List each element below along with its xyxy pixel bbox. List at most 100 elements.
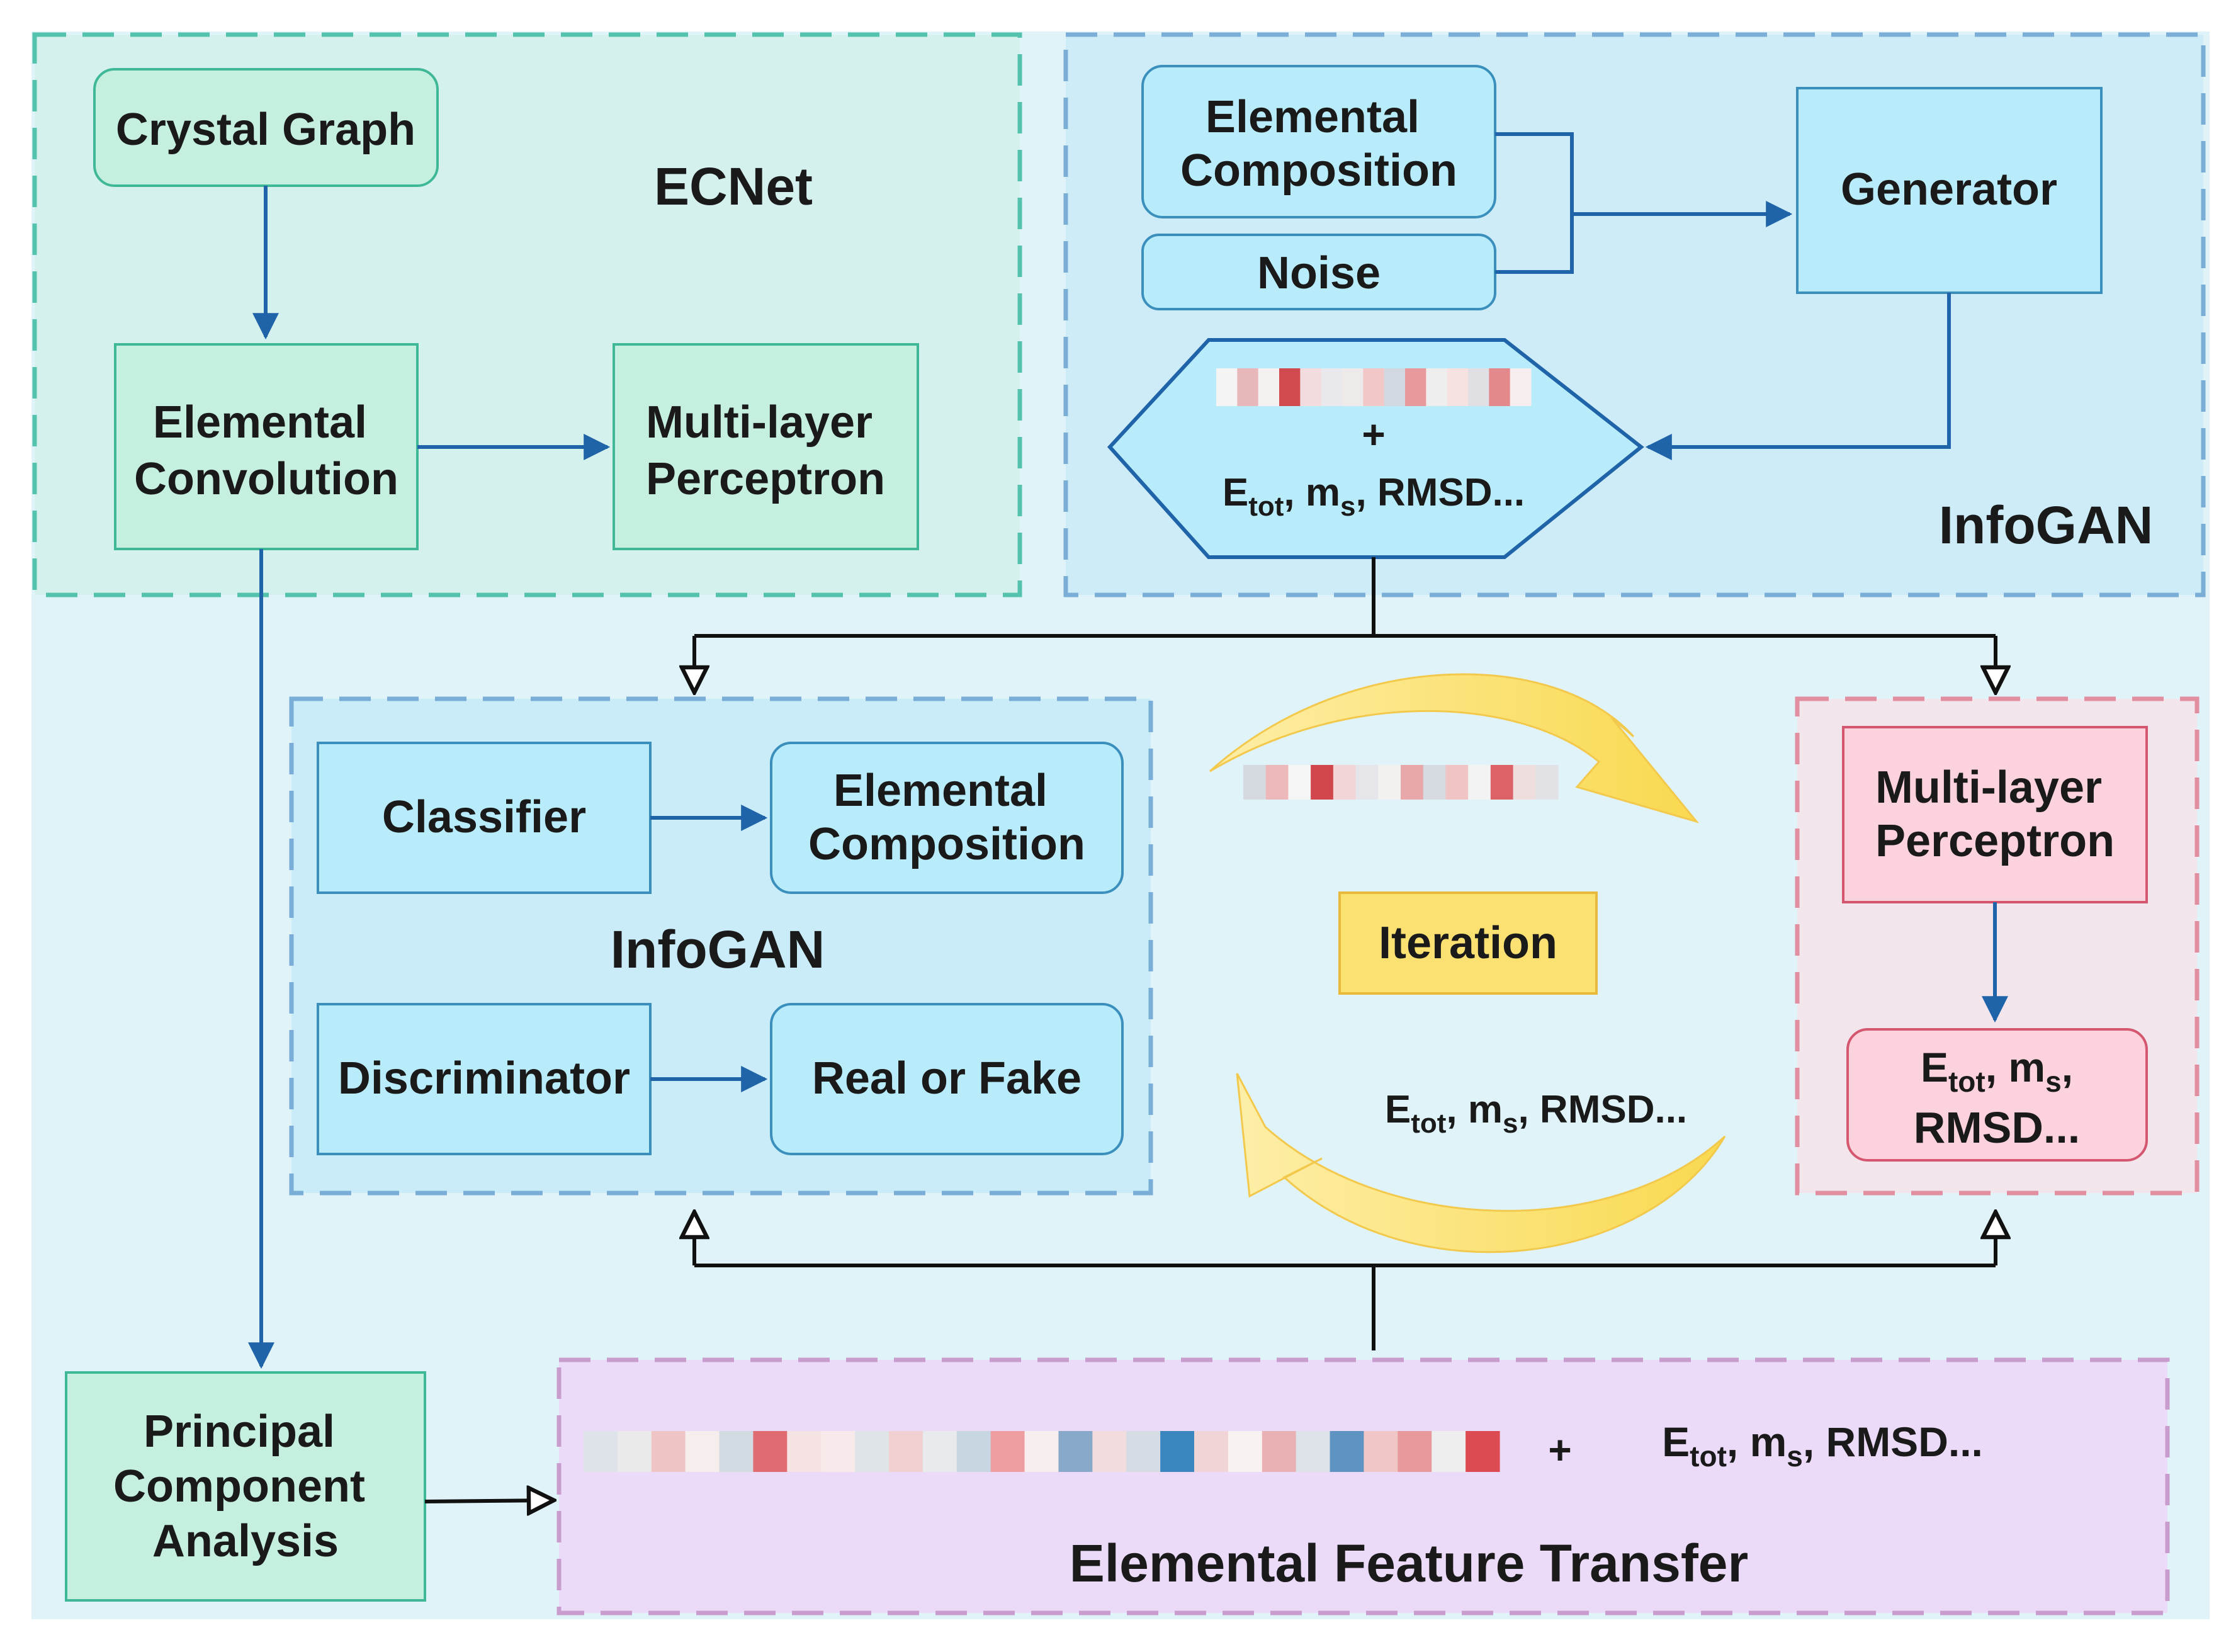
infogan-mid-title: InfoGAN [611,920,825,979]
discriminator-box [317,1003,652,1155]
iteration-strip-cell [1288,765,1311,800]
eft-strip-cell [753,1431,788,1472]
iteration-strip-cell [1243,765,1267,800]
hexagon-plus: + [1362,412,1385,457]
iteration-box [1338,891,1598,995]
eft-strip-cell [1092,1431,1127,1472]
hexagon-strip-cell [1384,368,1406,406]
eft-strip-cell [956,1431,991,1472]
iteration-strip-cell [1445,765,1469,800]
merge-connector [1495,132,1574,274]
real-or-fake-label: Real or Fake [812,1053,1082,1104]
iteration-strip-cell [1401,765,1424,800]
eft-title: Elemental Feature Transfer [1070,1534,1748,1593]
generator-label: Generator [1841,164,2057,215]
eft-strip-cell [584,1431,618,1472]
iteration-strip-cell [1490,765,1514,800]
crystal-graph-label: Crystal Graph [116,105,415,155]
eft-strip-cell [1228,1431,1263,1472]
eft-strip-cell [889,1431,923,1472]
iteration-strip-cell [1378,765,1401,800]
iteration-strip-cell [1265,765,1289,800]
mlp-right-label: Multi-layer Perceptron [1875,762,2115,866]
eft-strip-cell [1432,1431,1466,1472]
eft-strip-cell [922,1431,957,1472]
mlp-output-line1: Etot, ms, [1921,1044,2073,1098]
ecnet-title: ECNet [654,157,813,216]
elemental-composition-output-label: Elemental Composition [808,766,1085,869]
hexagon-strip-cell [1216,368,1238,406]
elemental-composition-input-box [1141,65,1496,218]
noise-label: Noise [1257,248,1381,298]
iteration-properties: Etot, ms, RMSD... [1385,1088,1687,1139]
mlp-output-box [1846,1028,2148,1162]
eft-strip-cell [651,1431,686,1472]
branch-connector-top [694,557,1996,638]
hexagon-strip-cell [1447,368,1469,406]
hexagon-strip-cell [1237,368,1259,406]
ecnet-mlp-box [613,343,919,550]
eft-strip-cell [990,1431,1025,1472]
eft-panel [556,1357,2170,1615]
eft-strip-cell [787,1431,822,1472]
iteration-arrow-top [1209,673,1700,823]
eft-strip-cell [1364,1431,1398,1472]
classifier-box [317,742,652,894]
eft-strip-cell [1058,1431,1093,1472]
hexagon-strip-cell [1258,368,1280,406]
eft-strip-cell [855,1431,890,1472]
infogan-top-title: InfoGAN [1939,495,2154,555]
eft-feature-strip [584,1431,1500,1472]
ecnet-mlp-label: Multi-layer Perceptron [646,397,885,504]
eft-strip-cell [1296,1431,1331,1472]
iteration-strip-cell [1311,765,1334,800]
iteration-feature-strip [1243,765,1559,800]
branch-connector-bottom [694,1264,1996,1350]
eft-strip-cell [1466,1431,1500,1472]
mlp-output-line2: RMSD... [1914,1103,2080,1152]
arrow-pca-to-eft [424,1500,554,1502]
elemental-composition-input-label: Elemental Composition [1180,92,1457,196]
real-or-fake-box [770,1003,1124,1155]
eft-strip-cell [1024,1431,1059,1472]
hexagon-properties: Etot, ms, RMSD... [1223,471,1525,522]
hexagon-strip-cell [1279,368,1301,406]
eft-strip-cell [617,1431,652,1472]
eft-strip-cell [1398,1431,1432,1472]
eft-strip-cell [821,1431,856,1472]
eft-plus: + [1548,1427,1571,1473]
eft-strip-cell [719,1431,754,1472]
hexagon-strip-cell [1468,368,1489,406]
eft-properties: Etot, ms, RMSD... [1662,1418,1983,1473]
hexagon-strip-cell [1510,368,1532,406]
eft-strip-cell [1194,1431,1229,1472]
iteration-strip-cell [1355,765,1379,800]
generator-box [1796,87,2103,294]
pca-box [65,1371,426,1602]
elemental-convolution-label: Elemental Convolution [134,397,398,504]
eft-strip-cell [1126,1431,1161,1472]
hexagon-strip-cell [1321,368,1343,406]
classifier-label: Classifier [382,792,586,842]
hexagon-strip-cell [1342,368,1364,406]
hexagon-feature-strip [1216,368,1532,406]
hexagon-strip-cell [1405,368,1426,406]
hexagon-strip-cell [1300,368,1322,406]
iteration-arrow-bottom [1236,1073,1726,1253]
arrow-generator-to-hexagon [1645,293,1951,460]
eft-strip-cell [1160,1431,1195,1472]
iteration-strip-cell [1333,765,1357,800]
iteration-strip-cell [1535,765,1559,800]
discriminator-label: Discriminator [338,1053,630,1104]
iteration-label: Iteration [1379,918,1557,968]
eft-strip-cell [1262,1431,1297,1472]
iteration-strip-cell [1423,765,1447,800]
mlp-right-box [1842,726,2148,903]
pca-label: Principal Component Analysis [113,1406,378,1566]
iteration-strip-cell [1468,765,1491,800]
eft-strip-cell [685,1431,720,1472]
elemental-composition-output-box [770,742,1124,894]
eft-strip-cell [1330,1431,1365,1472]
hexagon-strip-cell [1363,368,1385,406]
